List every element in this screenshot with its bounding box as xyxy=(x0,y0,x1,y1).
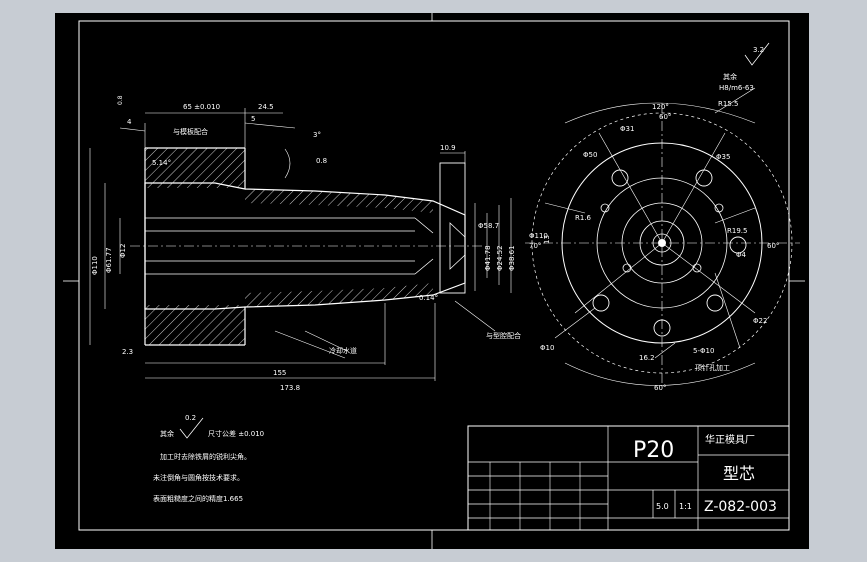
dim-r-r15: R15.5 xyxy=(718,100,738,108)
dim-dia-1: Φ110 xyxy=(91,256,99,275)
dim-r-d50: Φ50 xyxy=(583,151,597,159)
dim-angle-3: 0.14° xyxy=(419,294,438,302)
title-block: P20 华正模具厂 型芯 5.0 1:1 Z-082-003 xyxy=(467,425,790,531)
technical-notes: 其余 0.2 尺寸公差 ±0.010 加工时去除铁屑的锐利尖角。 未注倒角与圆角… xyxy=(153,414,264,503)
dim-r-13: 13 xyxy=(543,235,551,244)
end-view-hole-1 xyxy=(611,169,629,187)
note-line-3: 表面粗糙度之间的精度1.665 xyxy=(153,494,243,503)
dim-r-d35: Φ35 xyxy=(716,153,730,161)
roughness-label: 其余 xyxy=(723,72,737,81)
title-part-name: 型芯 xyxy=(723,464,755,483)
dim-top-2: 24.5 xyxy=(258,103,274,111)
dim-r-d110: Φ110 xyxy=(529,232,548,240)
dim-bottom-1: 155 xyxy=(273,369,286,377)
end-view-hole-3 xyxy=(729,236,747,254)
end-view-hole-2 xyxy=(695,169,713,187)
note-tolerance: 尺寸公差 ±0.010 xyxy=(208,429,264,438)
fit-spec: H8/m6-63 xyxy=(719,84,754,92)
note-tolerance-symbol: 0.2 xyxy=(185,414,196,422)
dim-r-d22: Φ22 xyxy=(753,317,767,325)
end-view xyxy=(525,87,800,386)
border-frame xyxy=(78,20,790,531)
dim-top-4: 4 xyxy=(127,118,132,126)
hatch-bottom-body xyxy=(245,283,433,307)
note-line-2: 未注倒角与圆角按技术要求。 xyxy=(153,473,244,482)
dim-r-angle-right: 60° xyxy=(767,242,779,250)
dim-tol: 0.8 xyxy=(316,157,327,165)
top-right-roughness: 3.2 其余 H8/m6-63 xyxy=(719,42,770,92)
title-scale: 1:1 xyxy=(679,502,692,511)
end-view-hole-6 xyxy=(653,319,671,337)
dim-r-r1: R1.6 xyxy=(575,214,592,222)
dim-dia-2: Φ61.77 xyxy=(105,247,113,273)
dim-r-angle-left: 70° xyxy=(529,242,541,250)
dim-bottom-2: 173.8 xyxy=(280,384,300,392)
note-line-1: 加工时去除铁屑的锐利尖角。 xyxy=(160,452,251,461)
roughness-symbol xyxy=(744,42,770,66)
hatch-bottom-flange xyxy=(145,305,245,345)
hatch-top-flange xyxy=(145,148,245,188)
title-material: P20 xyxy=(633,438,674,463)
dim-r-angle-top: 120° xyxy=(652,103,669,111)
dim-left-2: 2.3 xyxy=(122,348,133,356)
side-section-view xyxy=(89,108,512,381)
dim-dia-3: Φ12 xyxy=(119,244,127,258)
dim-right-2: Φ41.78 xyxy=(484,245,492,271)
dim-r-bottom: 60° xyxy=(654,384,666,392)
dim-r-spec: 5-Φ10 xyxy=(693,347,714,355)
dim-r-60: 60° xyxy=(659,113,671,121)
dim-angle-1: 3° xyxy=(313,131,321,139)
end-view-dimensions: 120° 60° R15.5 Φ31 Φ50 Φ35 R1.6 R19.5 Φ4… xyxy=(529,100,779,392)
dim-angle-2: 5.14° xyxy=(152,159,171,167)
callout-side-top: 与模板配合 xyxy=(173,127,208,136)
dim-top-1: 65 ±0.010 xyxy=(183,103,220,111)
title-drawing-no: Z-082-003 xyxy=(704,499,777,515)
dim-top-5: 10.9 xyxy=(440,144,456,152)
dim-right-3: Φ24.52 xyxy=(496,245,504,271)
callout-side-water: 冷却水道 xyxy=(329,346,357,355)
hatch-top-body xyxy=(245,189,433,213)
dim-right-4: Φ38.61 xyxy=(508,245,516,271)
drawing-sheet: 65 ±0.010 24.5 5 4 10.9 0.8 2.3 155 173.… xyxy=(55,13,809,549)
dim-top-3: 5 xyxy=(251,115,255,123)
title-weight: 5.0 xyxy=(656,502,669,511)
callout-side-cavity: 与型腔配合 xyxy=(486,331,521,340)
end-view-hole-5 xyxy=(592,294,610,312)
dim-left-1: 0.8 xyxy=(117,95,124,105)
end-view-hole-4 xyxy=(706,294,724,312)
roughness-value: 3.2 xyxy=(753,46,764,54)
dim-right-1: Φ58.7 xyxy=(478,222,499,230)
dim-r-d10: Φ10 xyxy=(540,344,554,352)
title-company: 华正模具厂 xyxy=(705,433,755,446)
side-dimensions: 65 ±0.010 24.5 5 4 10.9 0.8 2.3 155 173.… xyxy=(91,95,521,392)
callout-end-eject: 顶针孔加工 xyxy=(695,363,730,372)
dim-r-d31: Φ31 xyxy=(620,125,634,133)
cad-drawing: 65 ±0.010 24.5 5 4 10.9 0.8 2.3 155 173.… xyxy=(63,13,805,549)
note-roughness-prefix: 其余 xyxy=(160,429,174,438)
dim-r-16: 16.2 xyxy=(639,354,655,362)
dim-r-d4: Φ4 xyxy=(736,251,747,259)
dim-r-r19: R19.5 xyxy=(727,227,747,235)
